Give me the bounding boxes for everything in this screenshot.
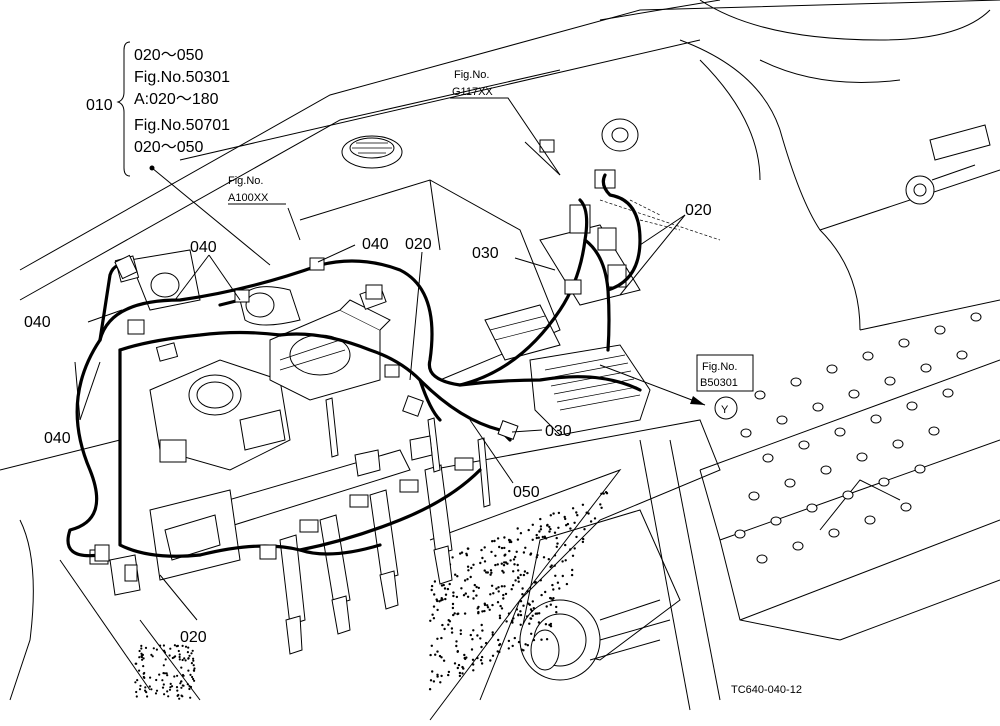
- callout-020-bottom: 020: [180, 629, 207, 646]
- figref-a-label: Fig.No.: [228, 175, 263, 187]
- bolt-hole: [790, 377, 802, 387]
- callout-040-d: 040: [44, 430, 71, 447]
- bolt-hole: [942, 388, 954, 398]
- figref-b-label: Fig.No.: [702, 361, 737, 373]
- bolt-hole: [956, 350, 968, 360]
- injector-3: [369, 489, 399, 610]
- bolt-hole: [826, 364, 838, 374]
- bolt-hole: [754, 390, 766, 400]
- deck-bolt-holes: [734, 312, 982, 564]
- bolt-hole: [806, 503, 818, 513]
- brace-block: 020～050 Fig.No.50301 A:020～180 Fig.No.50…: [86, 41, 230, 177]
- figref-g117xx: Fig.No. G117XX: [450, 69, 561, 176]
- bolt-hole: [914, 464, 926, 474]
- callout-labels: 040 040 040 040 020 020 020 030 030 050: [24, 202, 712, 646]
- bolt-hole: [792, 541, 804, 551]
- bolt-hole: [870, 414, 882, 424]
- drawing-code: TC640-040-12: [731, 684, 802, 696]
- bolt-hole: [928, 426, 940, 436]
- radiator-grille: [134, 468, 622, 721]
- bolt-hole: [878, 477, 890, 487]
- brace-line-5: 020～050: [134, 139, 203, 156]
- bolt-hole: [776, 415, 788, 425]
- injector-4: [424, 464, 453, 585]
- machine-outline: [0, 0, 1000, 711]
- leader-lines: [74, 141, 706, 621]
- relay-bracket: [539, 118, 641, 306]
- bolt-hole: [970, 312, 982, 322]
- callout-020-mid: 020: [685, 202, 712, 219]
- glow-plugs: [325, 397, 491, 508]
- bolt-hole: [834, 427, 846, 437]
- bolt-hole: [812, 402, 824, 412]
- bolt-hole: [762, 453, 774, 463]
- injector-2: [319, 514, 351, 635]
- brace-line-4: Fig.No.50701: [134, 117, 230, 134]
- bolt-hole: [934, 325, 946, 335]
- bolt-hole: [820, 465, 832, 475]
- bolt-hole: [864, 515, 876, 525]
- figref-a100xx: Fig.No. A100XX: [228, 175, 286, 205]
- bolt-hole: [770, 516, 782, 526]
- bolt-hole: [920, 363, 932, 373]
- figref-g-code: G117XX: [452, 86, 493, 98]
- harness-connectors: [94, 254, 582, 582]
- bolt-hole: [748, 491, 760, 501]
- throttle-body: [149, 359, 291, 471]
- bolt-hole: [734, 529, 746, 539]
- bolt-hole: [756, 554, 768, 564]
- injector-1: [279, 534, 306, 655]
- callout-030-top: 030: [472, 245, 499, 262]
- callout-010: 010: [86, 97, 113, 114]
- bolt-hole: [798, 440, 810, 450]
- callout-040-b: 040: [362, 236, 389, 253]
- bolt-hole: [740, 428, 752, 438]
- figref-b-code: B50301: [700, 377, 738, 389]
- brace-line-3: A:020～180: [134, 91, 219, 108]
- y-marker: Y: [721, 404, 729, 416]
- bolt-hole: [784, 478, 796, 488]
- bolt-hole: [906, 401, 918, 411]
- ecu: [484, 304, 651, 436]
- figref-g-label: Fig.No.: [454, 69, 489, 81]
- bolt-hole: [862, 351, 874, 361]
- callout-030-right: 030: [545, 423, 572, 440]
- bolt-hole: [884, 376, 896, 386]
- bolt-hole: [900, 502, 912, 512]
- figref-b50301: Fig.No. B50301 Y: [696, 354, 754, 420]
- bolt-hole: [848, 389, 860, 399]
- brace-line-1: 020～050: [134, 47, 203, 64]
- callout-050: 050: [513, 484, 540, 501]
- figref-a-code: A100XX: [228, 192, 269, 204]
- bolt-hole: [892, 439, 904, 449]
- bolt-hole: [842, 490, 854, 500]
- bolt-hole: [856, 452, 868, 462]
- callout-020-top: 020: [405, 236, 432, 253]
- bolt-hole: [828, 528, 840, 538]
- callout-040-c: 040: [24, 314, 51, 331]
- wire-harness: [66, 173, 721, 558]
- bolt-hole: [898, 338, 910, 348]
- brace-line-2: Fig.No.50301: [134, 69, 230, 86]
- callout-040-a: 040: [190, 239, 217, 256]
